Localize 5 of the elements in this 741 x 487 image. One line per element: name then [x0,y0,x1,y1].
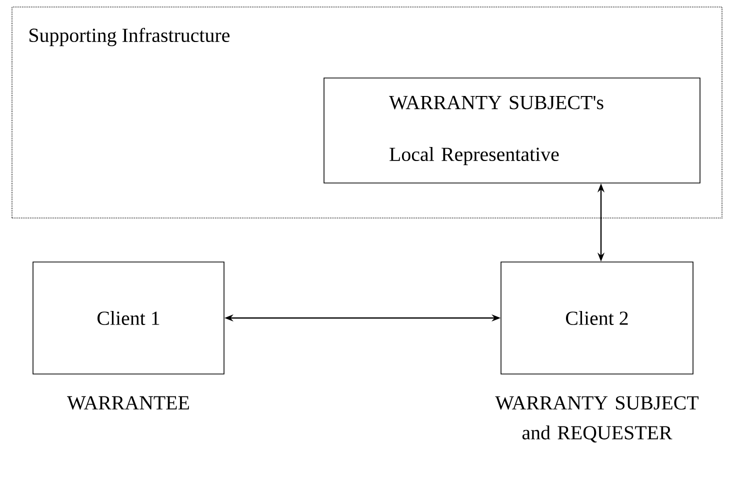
process-box: WARRANTY SUBJECT's Local Representative [324,78,700,184]
process-box: Client 1 [32,262,224,374]
node-label: WARRANTEE [67,396,189,410]
node-label: WARRANTY SUBJECT and REQUESTER [495,396,698,442]
process-box: Client 2 [500,262,694,374]
